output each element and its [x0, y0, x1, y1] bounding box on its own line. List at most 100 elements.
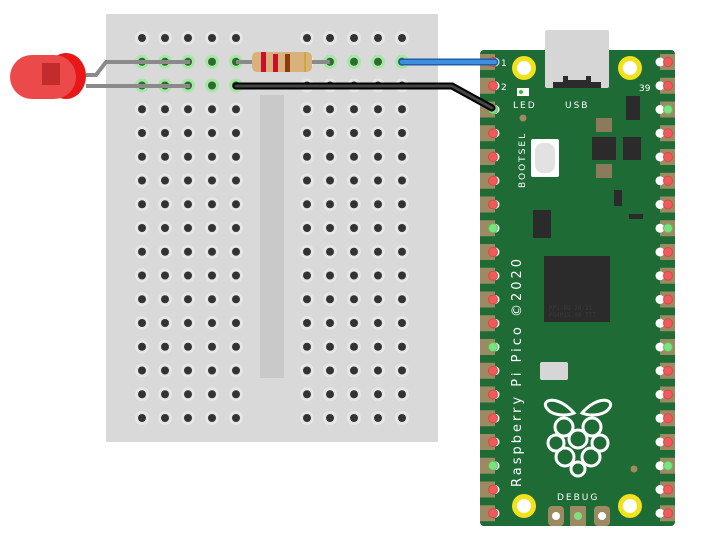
breadboard-hole-center [350, 342, 358, 351]
pin-gnd[interactable] [663, 223, 673, 234]
breadboard-hole-center [326, 271, 334, 280]
pin-gpio[interactable] [488, 508, 498, 519]
pin-gpio[interactable] [663, 437, 673, 447]
breadboard-hole-center [303, 34, 311, 42]
breadboard-hole-center [326, 319, 334, 327]
pin-gpio[interactable] [663, 389, 673, 400]
mount-hole-center [517, 61, 531, 75]
breadboard-hole-center [303, 200, 311, 209]
breadboard-hole-center [184, 224, 192, 232]
pin-gpio[interactable] [663, 365, 673, 376]
pin-gnd[interactable] [663, 460, 673, 471]
breadboard-hole-center [398, 295, 406, 304]
breadboard-hole-center [398, 342, 406, 351]
breadboard-hole-center [161, 176, 169, 185]
pin-gpio[interactable] [488, 318, 498, 329]
crystal [629, 214, 643, 219]
pin-gpio[interactable] [488, 128, 498, 139]
breadboard-hole-center [138, 224, 146, 232]
pin-gpio[interactable] [663, 57, 673, 67]
pin-gpio[interactable] [663, 247, 673, 257]
rp2040-chip [544, 256, 610, 322]
mount-hole-center [623, 61, 637, 75]
pin-gnd[interactable] [663, 342, 673, 352]
pin-gpio[interactable] [488, 365, 498, 376]
pin-1-label: 1 [501, 59, 507, 69]
pin-gnd[interactable] [488, 223, 498, 234]
breadboard-hole-center [161, 129, 169, 137]
red-led[interactable] [10, 53, 86, 99]
led-dot [519, 90, 523, 94]
pin-gpio[interactable] [663, 508, 673, 519]
breadboard-hole-center [208, 34, 216, 42]
breadboard [106, 14, 438, 442]
breadboard-hole-center [398, 105, 406, 114]
breadboard-hole-center [232, 414, 240, 422]
pin-gnd[interactable] [488, 342, 498, 352]
pin-gpio[interactable] [663, 199, 673, 210]
pin-gpio[interactable] [488, 247, 498, 257]
breadboard-hole-center [138, 390, 146, 399]
pin-gpio[interactable] [488, 437, 498, 447]
breadboard-hole-center [161, 152, 169, 161]
breadboard-hole-center [303, 271, 311, 280]
breadboard-hole-center [350, 34, 358, 42]
breadboard-hole-center [138, 105, 146, 114]
breadboard-hole-center [398, 319, 406, 327]
breadboard-hole-center [161, 34, 169, 42]
pin-gpio[interactable] [488, 199, 498, 210]
pin-gpio[interactable] [663, 175, 673, 186]
breadboard-hole-center [232, 34, 240, 42]
pin-gpio[interactable] [663, 294, 673, 305]
breadboard-hole-center [161, 200, 169, 209]
led-anode-lead [86, 60, 190, 77]
breadboard-hole-center [161, 247, 169, 256]
breadboard-hole-center [326, 152, 334, 161]
resistor[interactable] [252, 52, 312, 72]
pin-gpio[interactable] [488, 389, 498, 400]
pin-gpio[interactable] [488, 270, 498, 281]
breadboard-hole-center [350, 390, 358, 399]
breadboard-hole-center [232, 295, 240, 304]
usb-label: USB [565, 101, 589, 111]
resistor-band [261, 52, 266, 72]
pin-gpio[interactable] [488, 80, 498, 91]
breadboard-hole-center [326, 105, 334, 114]
pin-edge [655, 152, 665, 162]
breadboard-hole-center [208, 295, 216, 304]
pin-edge [655, 413, 665, 423]
pin-gpio[interactable] [663, 413, 673, 424]
breadboard-hole-center [303, 176, 311, 185]
chip-text-1: RP2-B0 20/21 [549, 305, 593, 312]
pin-gpio[interactable] [663, 152, 673, 162]
breadboard-hole-center [350, 271, 358, 280]
pin-gpio[interactable] [488, 413, 498, 424]
breadboard-hole-center [350, 200, 358, 209]
breadboard-hole-center [350, 129, 358, 137]
breadboard-hole-center [303, 319, 311, 327]
pin-gpio[interactable] [488, 152, 498, 162]
pin-gpio[interactable] [488, 294, 498, 305]
breadboard-hole-center [161, 105, 169, 114]
breadboard-hole-center [303, 247, 311, 256]
capacitor [596, 164, 612, 178]
pin-gpio[interactable] [663, 80, 673, 91]
breadboard-hole-center [184, 295, 192, 304]
breadboard-hole-center [374, 247, 382, 256]
pin-edge [655, 176, 665, 186]
breadboard-hole-center [374, 200, 382, 209]
breadboard-hole-center [184, 34, 192, 42]
pin-gpio[interactable] [663, 318, 673, 329]
pin-gpio[interactable] [663, 270, 673, 281]
pin-edge [655, 271, 665, 281]
pin-gpio[interactable] [663, 128, 673, 139]
pin-gpio[interactable] [663, 484, 673, 495]
pin-gnd[interactable] [663, 104, 673, 115]
breadboard-hole-center [138, 176, 146, 185]
bootsel-button-cap[interactable] [535, 143, 555, 173]
pin-gpio[interactable] [488, 175, 498, 186]
breadboard-hole-center [161, 295, 169, 304]
black-wire-core [234, 84, 494, 110]
pin-gpio[interactable] [488, 484, 498, 495]
pin-gnd[interactable] [488, 460, 498, 471]
